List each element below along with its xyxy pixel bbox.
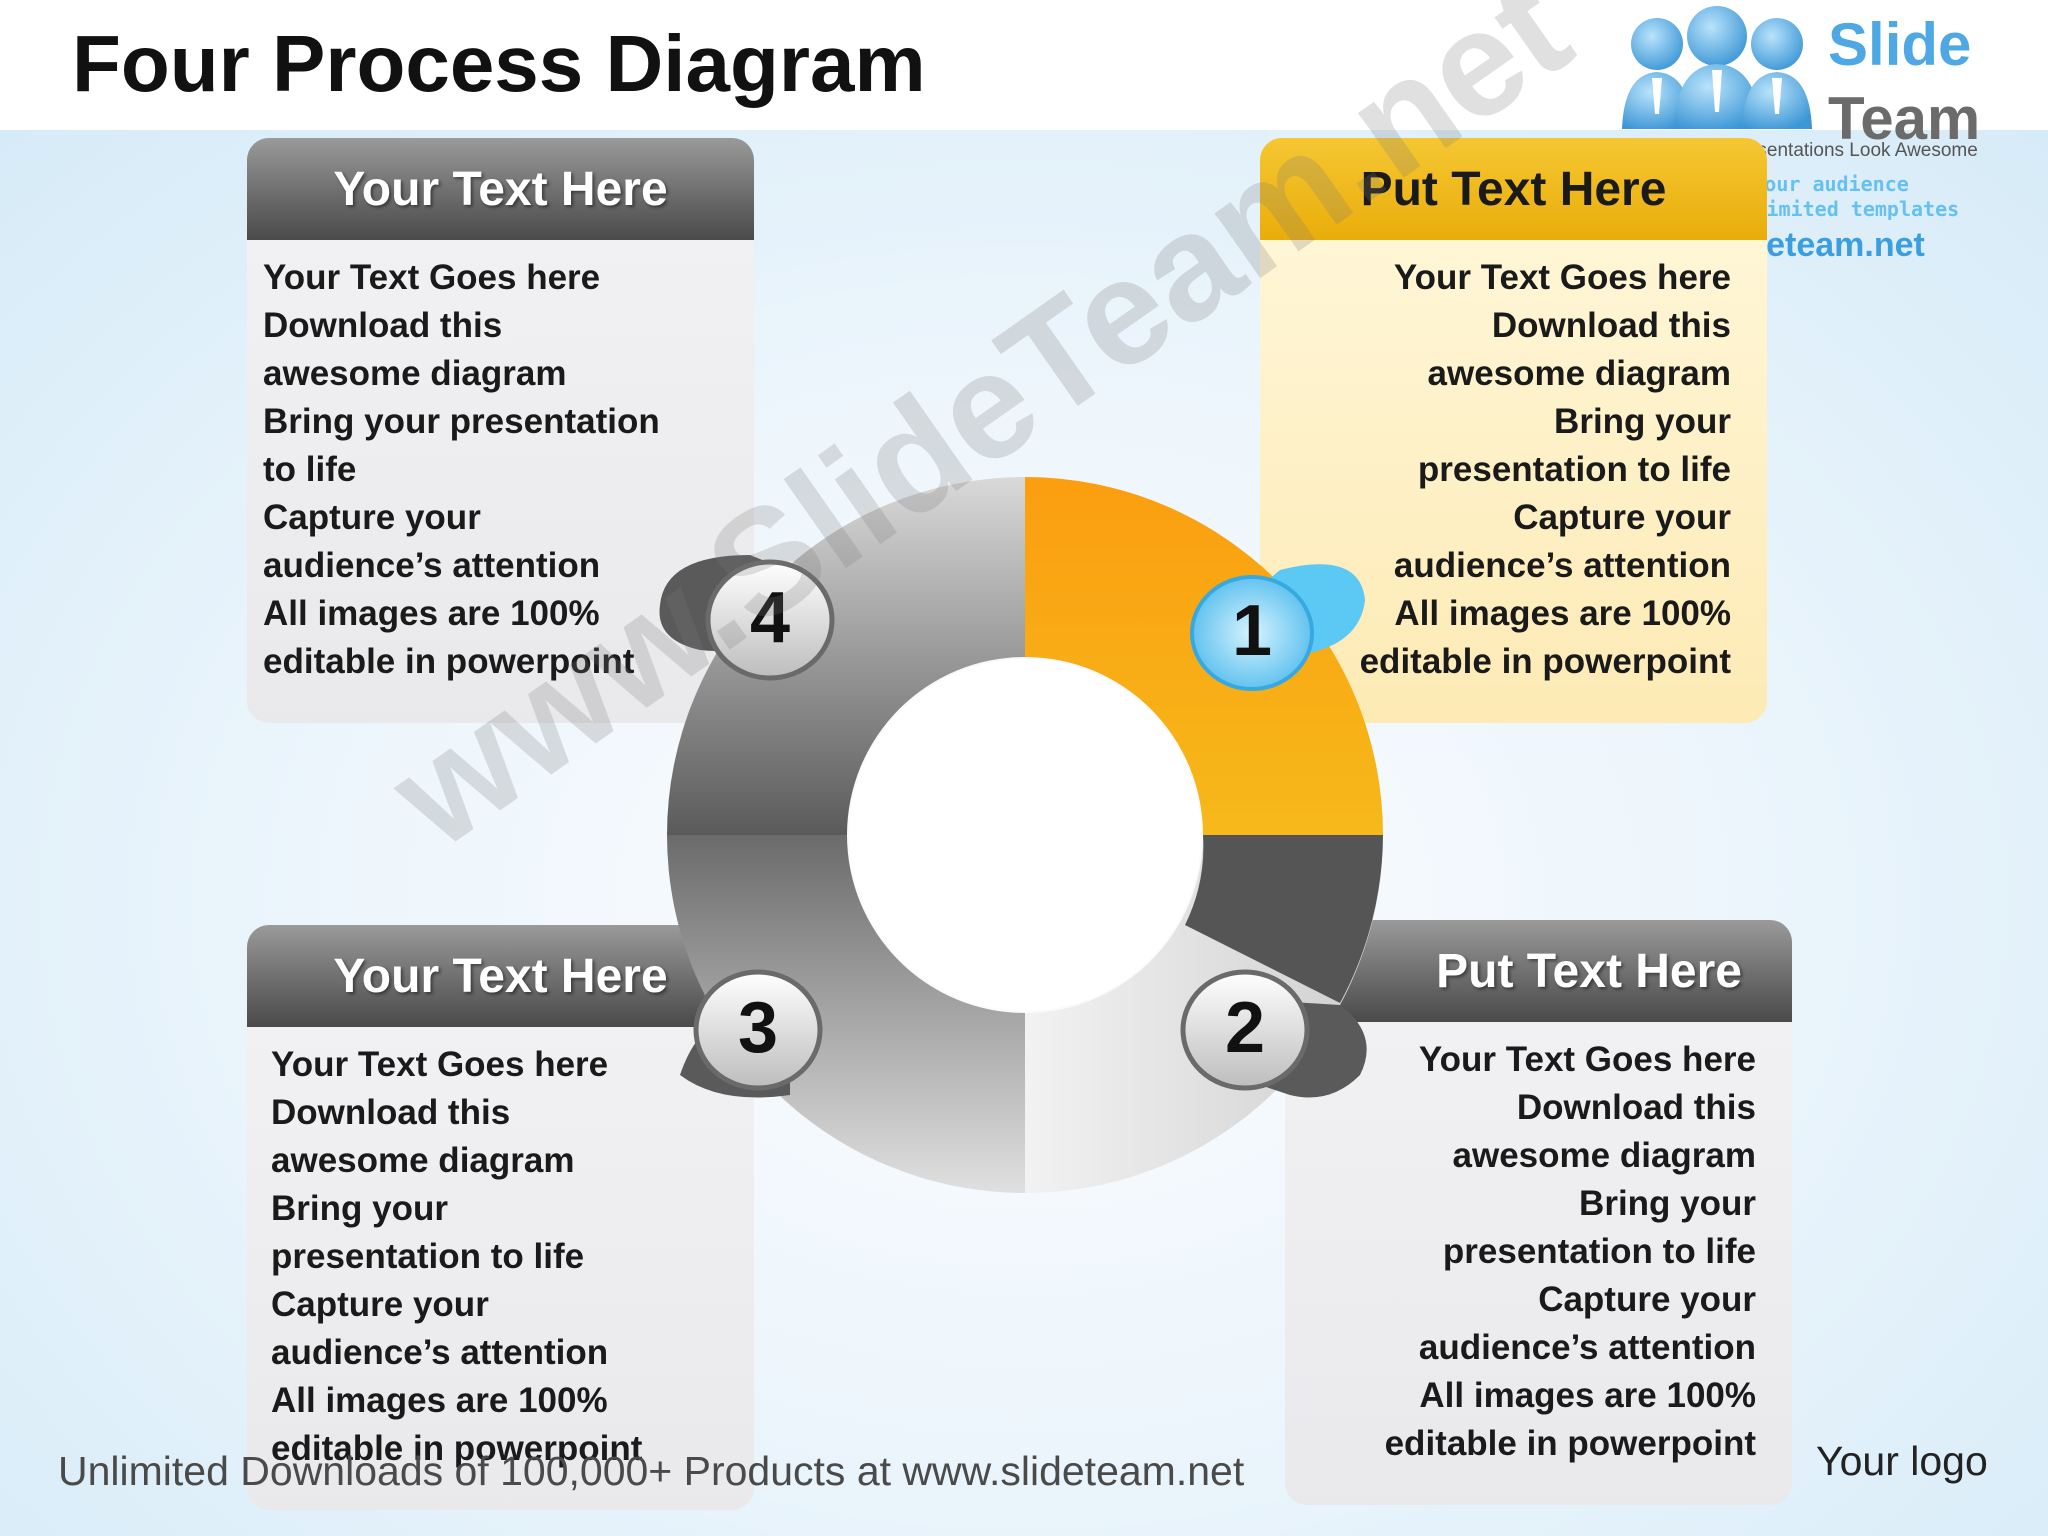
text-line: Bring your [1579, 1184, 1756, 1223]
ring-center [849, 659, 1201, 1011]
box-bottom-left-heading: Your Text Here [247, 925, 754, 1027]
text-line: awesome diagram [271, 1141, 575, 1180]
text-line: Download this [271, 1093, 511, 1132]
text-line: audience’s attention [1393, 546, 1731, 585]
text-line: Bring your presentation [263, 402, 660, 441]
box-bottom-right-heading: Put Text Here [1285, 920, 1792, 1022]
text-line: audience’s attention [1418, 1328, 1756, 1367]
text-line: awesome diagram [1452, 1136, 1756, 1175]
text-line: Your Text Goes here [263, 258, 601, 297]
four-process-ring: 4 1 3 2 [659, 477, 1383, 1193]
box-bottom-left-body: Your Text Goes here Download this awesom… [247, 1027, 754, 1510]
text-line: Capture your [263, 498, 481, 537]
text-line: Bring your [1554, 402, 1731, 441]
text-line: Capture your [1513, 498, 1731, 537]
text-line: editable in powerpoint [263, 642, 635, 681]
text-line: All images are 100% [263, 594, 600, 633]
step-2-number: 2 [1225, 988, 1265, 1068]
box-top-right-body: Your Text Goes here Download this awesom… [1260, 240, 1767, 723]
step-3-number: 3 [738, 988, 778, 1068]
text-line: Capture your [1538, 1280, 1756, 1319]
text-line: Capture your [271, 1285, 489, 1324]
box-bottom-left: Your Text Here Your Text Goes here Downl… [247, 925, 754, 1510]
text-line: audience’s attention [271, 1333, 609, 1372]
step-4-number: 4 [750, 578, 790, 658]
step-4-badge [659, 555, 835, 681]
box-bottom-right: Put Text Here Your Text Goes here Downlo… [1285, 920, 1792, 1505]
step-1-number: 1 [1232, 591, 1272, 671]
people-icon [1622, 6, 1812, 129]
box-top-left-heading: Your Text Here [247, 138, 754, 240]
text-line: presentation to life [271, 1237, 585, 1276]
text-line: editable in powerpoint [1359, 642, 1731, 681]
text-line: editable in powerpoint [271, 1429, 643, 1468]
box-top-right: Put Text Here Your Text Goes here Downlo… [1260, 138, 1767, 723]
text-line: to life [263, 450, 357, 489]
text-line: presentation to life [1417, 450, 1731, 489]
text-line: audience’s attention [263, 546, 601, 585]
page-title: Four Process Diagram [72, 19, 926, 108]
logo-brand-team: Team [1828, 85, 1981, 152]
text-line: Download this [1491, 306, 1731, 345]
box-bottom-right-body: Your Text Goes here Download this awesom… [1285, 1022, 1792, 1505]
text-line: awesome diagram [263, 354, 567, 393]
text-line: awesome diagram [1427, 354, 1731, 393]
text-line: All images are 100% [1419, 1376, 1756, 1415]
step-2-badge [1180, 969, 1367, 1098]
segment-2-dark [1185, 835, 1383, 1003]
step-1-badge [1190, 564, 1365, 691]
text-line: Your Text Goes here [1418, 1040, 1756, 1079]
logo-brand-slide: Slide [1828, 11, 1972, 78]
text-line: Download this [1516, 1088, 1756, 1127]
box-top-left: Your Text Here Your Text Goes here Downl… [247, 138, 754, 723]
text-line: Your Text Goes here [1393, 258, 1731, 297]
text-line: All images are 100% [271, 1381, 608, 1420]
text-line: editable in powerpoint [1384, 1424, 1756, 1463]
step-3-badge [680, 969, 823, 1098]
your-logo-placeholder: Your logo [1816, 1438, 1988, 1484]
footer-promo: Unlimited Downloads of 100,000+ Products… [58, 1448, 1245, 1494]
text-line: Bring your [271, 1189, 448, 1228]
text-line: presentation to life [1442, 1232, 1756, 1271]
text-line: Download this [263, 306, 503, 345]
text-line: Your Text Goes here [271, 1045, 609, 1084]
segment-4 [667, 477, 1025, 835]
segment-3 [667, 835, 1025, 1193]
box-top-left-body: Your Text Goes here Download this awesom… [247, 240, 754, 723]
text-line: All images are 100% [1394, 594, 1731, 633]
box-top-right-heading: Put Text Here [1260, 138, 1767, 240]
